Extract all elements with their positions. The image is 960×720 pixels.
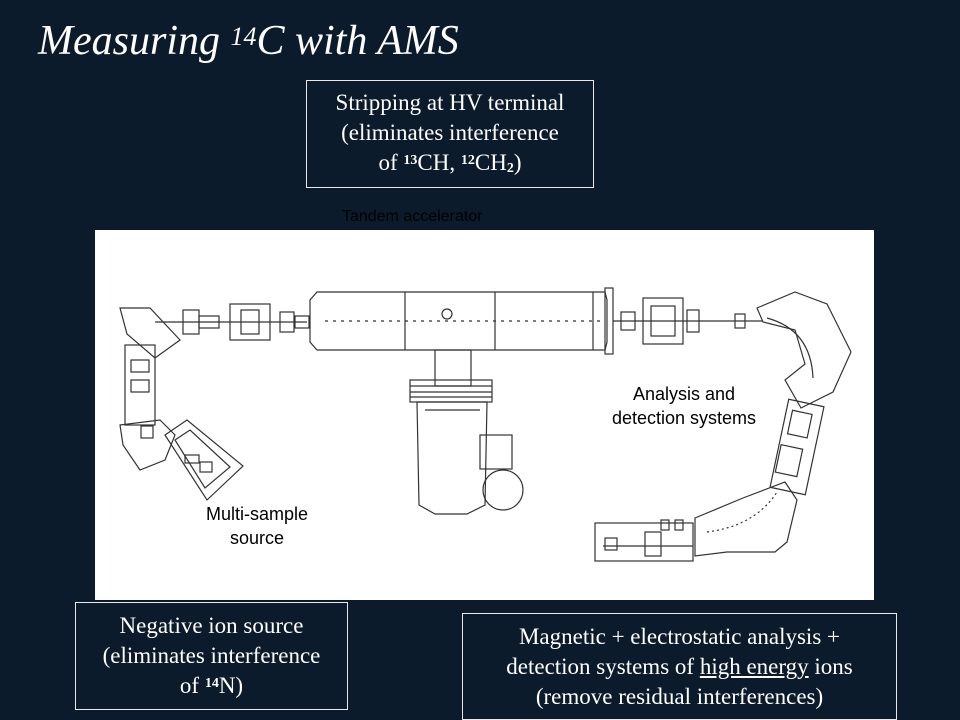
charging-section xyxy=(409,379,493,403)
analysis-magnet xyxy=(756,291,852,409)
negative-line-2: (eliminates interference xyxy=(102,643,321,668)
magnetic-line-2: detection systems of high energy ions xyxy=(506,654,853,679)
negative-line-3: of 14N) xyxy=(179,673,244,698)
negative-line-1: Negative ion source xyxy=(119,613,304,638)
electrostatic-analyzer xyxy=(694,481,798,557)
tandem-tank xyxy=(309,291,608,351)
multi-label-line-1: Multi-sample xyxy=(205,504,309,524)
source-housing xyxy=(119,307,181,359)
apparatus-drawing xyxy=(119,287,852,562)
stripping-callout: Stripping at HV terminal (eliminates int… xyxy=(306,80,594,188)
analysis-detection-label: Analysis and detection systems xyxy=(589,382,779,430)
analysis-label-line-1: Analysis and xyxy=(632,384,736,404)
sample-wheel-housing xyxy=(164,419,244,501)
magnetic-line-3: (remove residual interferences) xyxy=(535,684,824,709)
tandem-accelerator-label: Tandem accelerator xyxy=(342,208,483,225)
analysis-chamber xyxy=(769,398,825,496)
detector-housing xyxy=(594,522,694,562)
source-column xyxy=(124,344,156,426)
magnetic-line-1: Magnetic + electrostatic analysis + xyxy=(518,624,840,649)
quadrupole-assembly xyxy=(642,297,684,345)
multi-label-line-2: source xyxy=(229,528,285,548)
slide-title: Measuring 14C with AMS xyxy=(38,18,459,64)
stripping-line-2: (eliminates interference xyxy=(341,120,559,145)
multi-sample-source-label: Multi-sample source xyxy=(187,502,327,550)
stripping-line-3: of 13CH, 12CH2) xyxy=(378,150,522,176)
injection-magnet xyxy=(229,303,271,341)
gas-storage-tank xyxy=(482,469,524,511)
negative-ion-callout: Negative ion source (eliminates interfer… xyxy=(75,602,348,710)
source-chamber xyxy=(119,419,176,471)
analysis-label-line-2: detection systems xyxy=(611,408,757,428)
stripping-line-1: Stripping at HV terminal xyxy=(335,90,565,115)
magnetic-analysis-callout: Magnetic + electrostatic analysis + dete… xyxy=(462,613,897,720)
ams-apparatus-diagram: Analysis and detection systems Multi-sam… xyxy=(95,230,874,600)
pressure-vessel xyxy=(416,401,488,515)
